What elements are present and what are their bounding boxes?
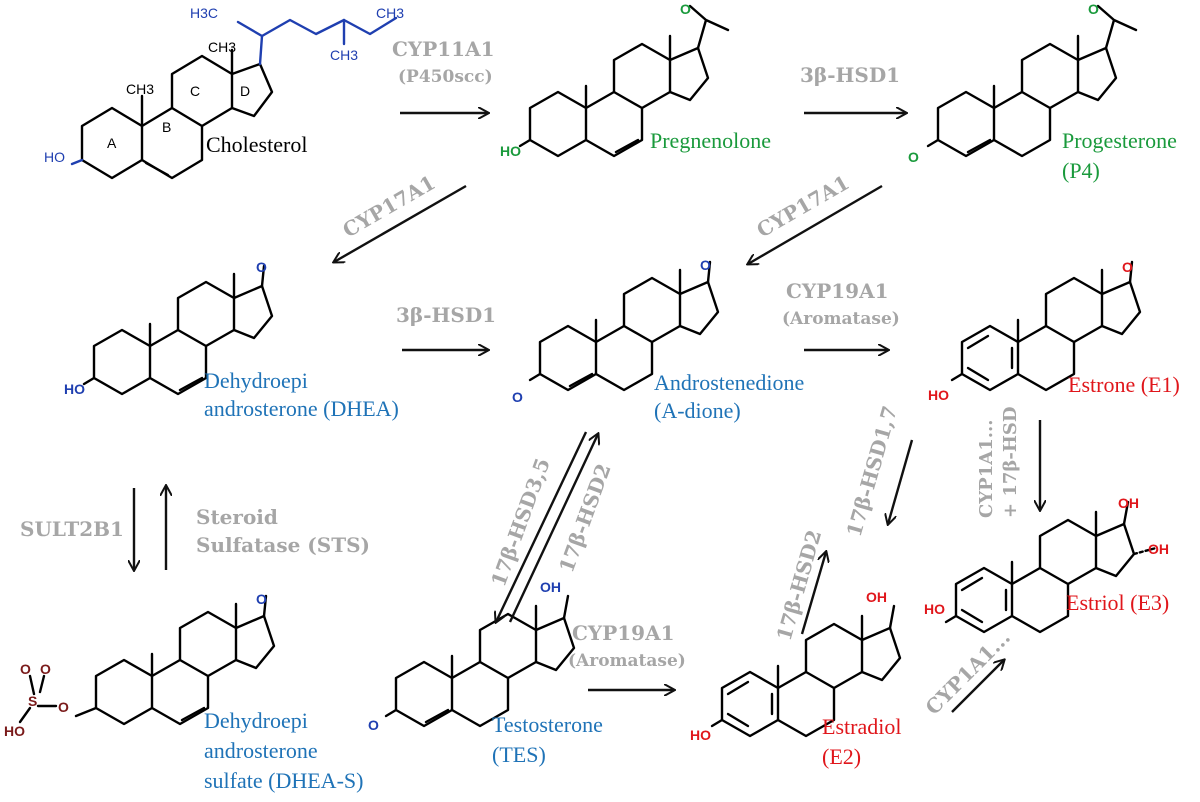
label-dheas-3: sulfate (DHEA-S) [204, 768, 363, 793]
ring-label-d: D [240, 83, 250, 99]
enzyme-cyp19a1-top: CYP19A1 [786, 279, 889, 303]
enzyme-p450scc: (P450scc) [398, 67, 493, 87]
arrow-progesterone-to-androstenedione [748, 184, 883, 264]
enzyme-aromatase-bot: (Aromatase) [568, 651, 686, 671]
arrow-androstenedione-to-testosterone [496, 431, 588, 622]
enzyme-17bhsd17: 17β-HSD1,7 [842, 403, 902, 539]
progesterone-o-acetyl: O [1088, 1, 1099, 17]
estriol-ho: HO [924, 601, 945, 617]
enzyme-aromatase-top: (Aromatase) [782, 309, 900, 329]
estrone-o: O [1122, 259, 1133, 275]
arrow-pregnenolone-to-dhea [334, 184, 467, 262]
enzyme-3bhsd1-mid: 3β-HSD1 [396, 303, 496, 327]
estradiol-structure [710, 604, 902, 738]
arrow-testosterone-to-androstenedione [508, 434, 598, 623]
pregnenolone-o: O [680, 1, 691, 17]
estriol-oh-16: OH [1148, 541, 1169, 557]
cholesterol-ch3-c18: CH3 [208, 39, 236, 55]
label-progesterone-1: Progesterone [1062, 128, 1177, 153]
label-pregnenolone: Pregnenolone [650, 128, 771, 153]
pregnenolone-ho: HO [500, 143, 521, 159]
enzyme-cyp1a1-hsd-2: + 17β-HSD [1000, 407, 1021, 518]
label-testosterone-2: (TES) [492, 742, 546, 767]
cholesterol-h3c: H3C [190, 5, 218, 21]
enzyme-sult2b1: SULT2B1 [20, 517, 124, 541]
estrone-structure [950, 260, 1142, 392]
ring-label-a: A [107, 135, 117, 151]
label-androstenedione-2: (A-dione) [654, 398, 741, 423]
dhea-ho: HO [64, 381, 85, 397]
cholesterol-structure [70, 16, 398, 180]
label-testosterone-1: Testosterone [492, 712, 603, 737]
testosterone-structure [384, 594, 576, 728]
dheas-structure [74, 594, 276, 726]
sulfate-o-ester: O [58, 699, 69, 715]
pregnenolone-structure [518, 4, 730, 158]
estriol-structure [944, 500, 1158, 634]
label-estriol: Estriol (E3) [1066, 590, 1169, 615]
arrow-estradiol-to-estriol [951, 660, 1004, 713]
label-estrone: Estrone (E1) [1068, 372, 1180, 397]
estradiol-oh: OH [866, 589, 887, 605]
androstenedione-o-17: O [700, 257, 711, 273]
label-estradiol-1: Estradiol [822, 714, 901, 739]
enzyme-17bhsd2-right: 17β-HSD2 [772, 527, 826, 643]
dhea-structure [82, 264, 274, 396]
estriol-oh-17: OH [1118, 495, 1139, 511]
arrow-estradiol-to-estrone [800, 552, 826, 635]
enzyme-cyp1a1-bot: CYP1A1... [921, 625, 1015, 719]
ring-label-c: C [190, 83, 200, 99]
sulfate-o-1: O [20, 661, 31, 677]
enzyme-cyp19a1-bot: CYP19A1 [572, 621, 675, 645]
enzyme-cyp11a1: CYP11A1 [392, 37, 495, 61]
label-progesterone-2: (P4) [1062, 158, 1100, 183]
arrow-estrone-to-estradiol [888, 439, 914, 524]
progesterone-structure [926, 4, 1138, 158]
enzyme-sts-2: Sulfatase (STS) [196, 533, 370, 557]
estrone-ho: HO [928, 387, 949, 403]
label-dheas-2: androsterone [204, 738, 318, 763]
dheas-o: O [256, 591, 267, 607]
androstenedione-structure [528, 260, 720, 392]
label-dheas-1: Dehydroepi [204, 708, 308, 733]
sulfate-s: S [28, 693, 37, 709]
testosterone-oh: OH [540, 579, 561, 595]
enzyme-sts-1: Steroid [196, 505, 278, 529]
cholesterol-ho: HO [44, 149, 65, 165]
sulfate-ho: HO [4, 723, 25, 739]
label-cholesterol: Cholesterol [206, 132, 307, 157]
cholesterol-ch3-isopropyl-1: CH3 [376, 5, 404, 21]
label-dhea-1: Dehydroepi [204, 368, 308, 393]
label-estradiol-2: (E2) [822, 744, 861, 769]
androstenedione-o-3: O [512, 389, 523, 405]
testosterone-o: O [368, 717, 379, 733]
enzyme-3bhsd1-top: 3β-HSD1 [800, 63, 900, 87]
ring-label-b: B [162, 119, 171, 135]
dhea-o: O [256, 259, 267, 275]
label-androstenedione-1: Androstenedione [654, 370, 804, 395]
label-dhea-2: androsterone (DHEA) [204, 396, 399, 421]
cholesterol-ch3-isopropyl-2: CH3 [330, 47, 358, 63]
cholesterol-ch3-c19: CH3 [126, 81, 154, 97]
enzyme-cyp1a1-hsd-1: CYP1A1... [976, 419, 997, 518]
sulfate-o-2: O [40, 661, 51, 677]
sulfate-group [18, 674, 58, 724]
estradiol-ho: HO [690, 727, 711, 743]
progesterone-o-ketone: O [908, 149, 919, 165]
